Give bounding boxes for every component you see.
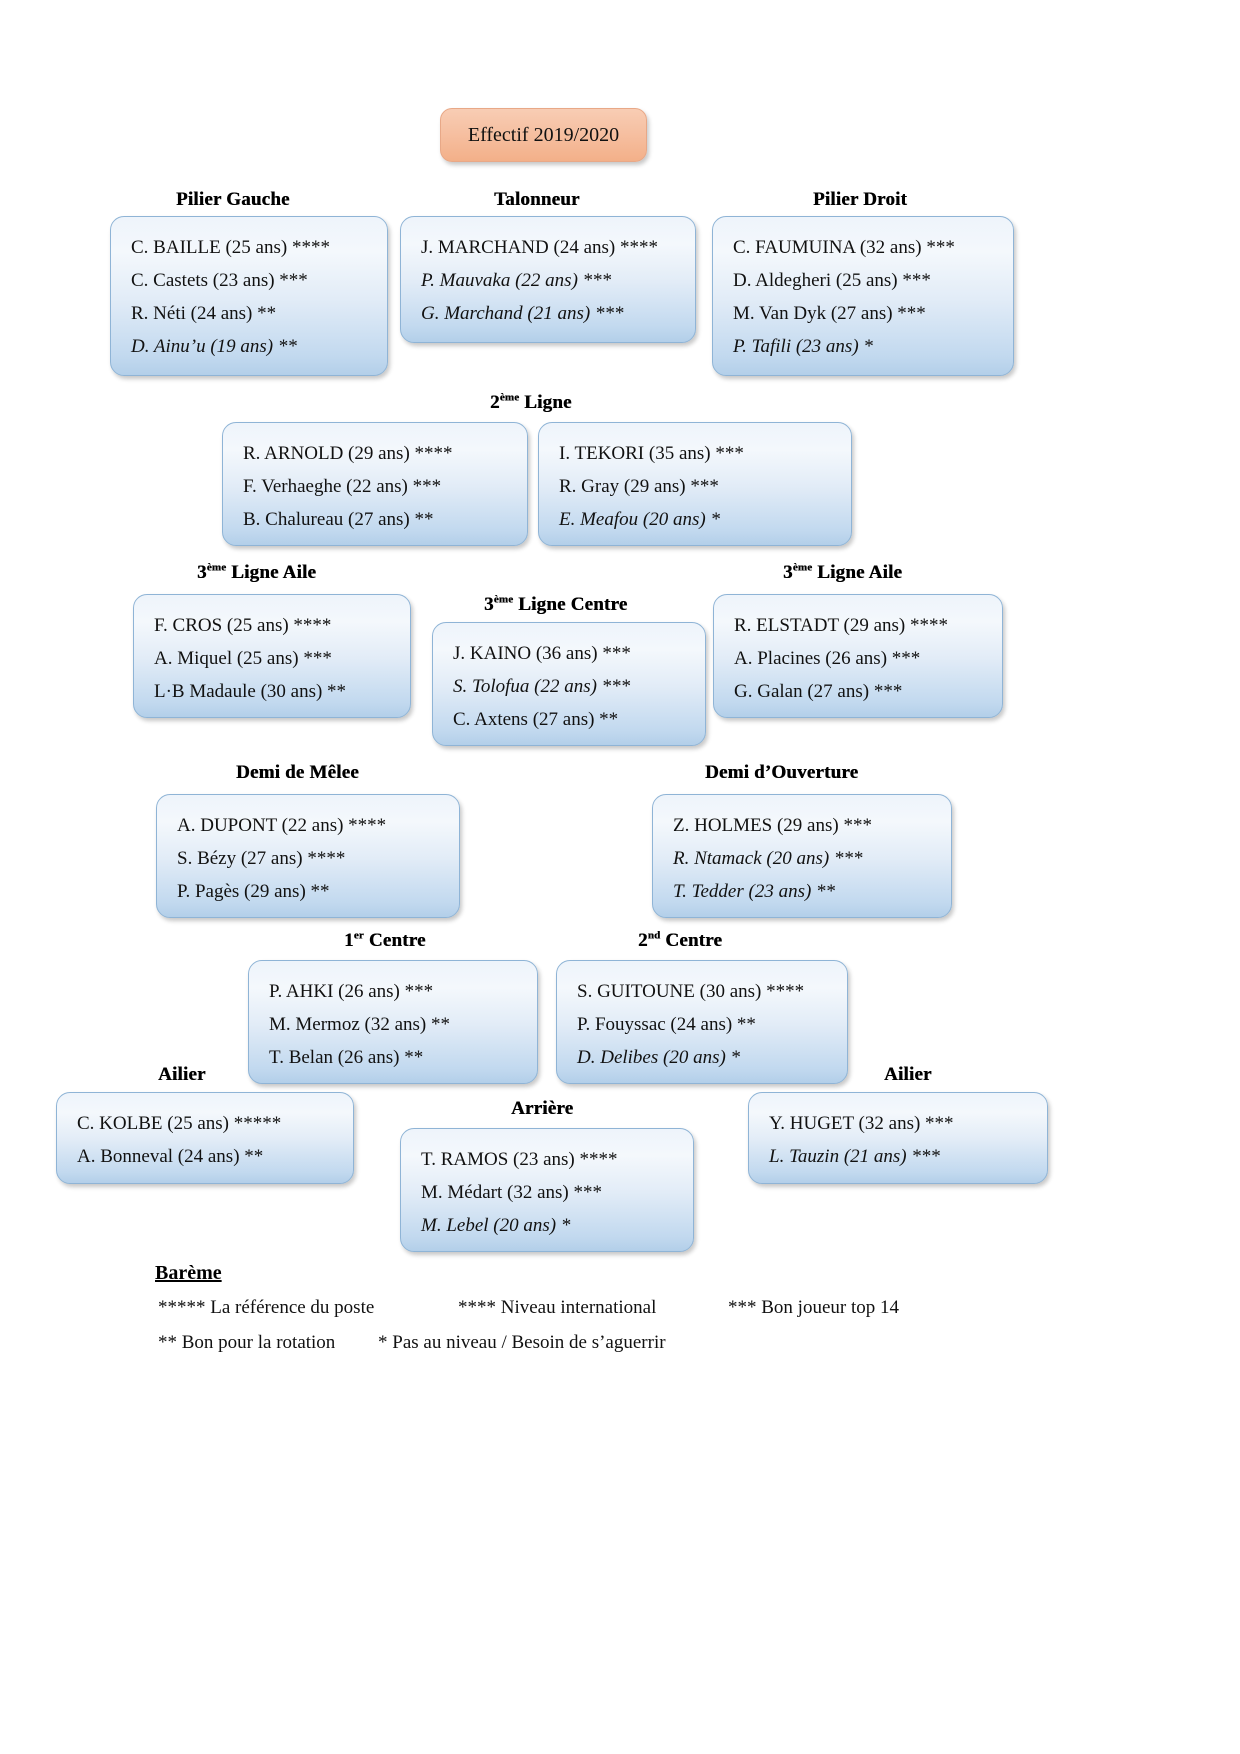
box-deuxieme-ligne-left: R. ARNOLD (29 ans) **** F. Verhaeghe (22… [222,422,528,546]
player-row: T. Belan (26 ans) ** [269,1047,424,1068]
player-row: D. Ainu’u (19 ans) ** [131,336,297,357]
player-row: A. Bonneval (24 ans) ** [77,1146,264,1167]
player-row: Y. HUGET (32 ans) *** [769,1113,954,1134]
player-row: G. Galan (27 ans) *** [734,681,903,702]
player-row: G. Marchand (21 ans) *** [421,303,624,324]
bareme-2-stars: ** Bon pour la rotation [158,1332,336,1353]
player-row: L. Tauzin (21 ans) *** [769,1146,940,1167]
player-row: J. MARCHAND (24 ans) **** [421,237,658,258]
player-row: C. Castets (23 ans) *** [131,270,308,291]
heading-pilier-gauche: Pilier Gauche [176,189,290,210]
bareme-4-stars: **** Niveau international [458,1297,657,1318]
player-row: T. Tedder (23 ans) ** [673,881,836,902]
player-row: P. AHKI (26 ans) *** [269,981,434,1002]
box-deuxieme-ligne-right: I. TEKORI (35 ans) *** R. Gray (29 ans) … [538,422,852,546]
player-row: M. Lebel (20 ans) * [421,1215,571,1236]
player-row: C. Axtens (27 ans) ** [453,709,619,730]
player-row: A. Placines (26 ans) *** [734,648,921,669]
box-troisieme-ligne-aile-droite: R. ELSTADT (29 ans) **** A. Placines (26… [713,594,1003,718]
player-row: P. Pagès (29 ans) ** [177,881,330,902]
player-row: R. ELSTADT (29 ans) **** [734,615,948,636]
player-row: A. Miquel (25 ans) *** [154,648,332,669]
player-row: A. DUPONT (22 ans) **** [177,815,387,836]
player-row: P. Mauvaka (22 ans) *** [421,270,612,291]
bareme-heading: Barème [155,1262,222,1284]
player-row: L·B Madaule (30 ans) ** [154,681,347,702]
box-demi-de-melee: A. DUPONT (22 ans) **** S. Bézy (27 ans)… [156,794,460,918]
heading-troisieme-ligne-centre: 3ème Ligne Centre [484,593,628,615]
box-premier-centre: P. AHKI (26 ans) *** M. Mermoz (32 ans) … [248,960,538,1084]
page-title: Effectif 2019/2020 [467,123,620,146]
heading-talonneur: Talonneur [494,189,580,210]
player-row: C. FAUMUINA (32 ans) *** [733,237,955,258]
heading-demi-de-melee: Demi de Mêlee [236,762,359,783]
box-demi-douverture: Z. HOLMES (29 ans) *** R. Ntamack (20 an… [652,794,952,918]
player-row: E. Meafou (20 ans) * [559,509,720,530]
player-row: D. Aldegheri (25 ans) *** [733,270,931,291]
bareme-3-stars: *** Bon joueur top 14 [728,1297,899,1318]
box-ailier-gauche: C. KOLBE (25 ans) ***** A. Bonneval (24 … [56,1092,354,1184]
player-row: B. Chalureau (27 ans) ** [243,509,434,530]
bareme-line-2: ** Bon pour la rotation * Pas au niveau /… [158,1332,666,1354]
player-row: M. Van Dyk (27 ans) *** [733,303,926,324]
box-troisieme-ligne-aile-gauche: F. CROS (25 ans) **** A. Miquel (25 ans)… [133,594,411,718]
heading-ailier-droit: Ailier [884,1064,932,1085]
heading-troisieme-ligne-aile-droite: 3ème Ligne Aile [783,561,903,583]
heading-troisieme-ligne-aile-gauche: 3ème Ligne Aile [197,561,317,583]
box-pilier-droit: C. FAUMUINA (32 ans) *** D. Aldegheri (2… [712,216,1014,376]
player-row: S. Tolofua (22 ans) *** [453,676,631,697]
heading-demi-douverture: Demi d’Ouverture [705,762,859,783]
heading-premier-centre: 1er Centre [344,929,426,951]
player-row: S. GUITOUNE (30 ans) **** [577,981,805,1002]
heading-deuxieme-ligne: 2ème Ligne [490,391,572,413]
player-row: C. KOLBE (25 ans) ***** [77,1113,282,1134]
effectif-title-box: Effectif 2019/2020 [440,108,647,162]
player-row: C. BAILLE (25 ans) **** [131,237,330,258]
player-row: R. Néti (24 ans) ** [131,303,277,324]
heading-ailier-gauche: Ailier [158,1064,206,1085]
heading-pilier-droit: Pilier Droit [813,189,908,210]
player-row: D. Delibes (20 ans) * [577,1047,741,1068]
heading-arriere: Arrière [511,1098,574,1119]
player-row: P. Fouyssac (24 ans) ** [577,1014,756,1035]
box-arriere: T. RAMOS (23 ans) **** M. Médart (32 ans… [400,1128,694,1252]
player-row: S. Bézy (27 ans) **** [177,848,346,869]
heading-second-centre: 2nd Centre [638,929,723,951]
box-troisieme-ligne-centre: J. KAINO (36 ans) *** S. Tolofua (22 ans… [432,622,706,746]
player-row: F. CROS (25 ans) **** [154,615,332,636]
player-row: M. Mermoz (32 ans) ** [269,1014,450,1035]
player-row: J. KAINO (36 ans) *** [453,643,631,664]
box-second-centre: S. GUITOUNE (30 ans) **** P. Fouyssac (2… [556,960,848,1084]
box-talonneur: J. MARCHAND (24 ans) **** P. Mauvaka (22… [400,216,696,343]
player-row: R. Ntamack (20 ans) *** [673,848,863,869]
player-row: F. Verhaeghe (22 ans) *** [243,476,442,497]
player-row: M. Médart (32 ans) *** [421,1182,602,1203]
player-row: P. Tafili (23 ans) * [733,336,873,357]
bareme-1-star: * Pas au niveau / Besoin de s’aguerrir [378,1332,666,1353]
box-ailier-droit: Y. HUGET (32 ans) *** L. Tauzin (21 ans)… [748,1092,1048,1184]
bareme-line-1: ***** La référence du poste **** Niveau i… [158,1297,899,1319]
player-row: R. Gray (29 ans) *** [559,476,719,497]
box-pilier-gauche: C. BAILLE (25 ans) **** C. Castets (23 a… [110,216,388,376]
player-row: R. ARNOLD (29 ans) **** [243,443,453,464]
player-row: I. TEKORI (35 ans) *** [559,443,744,464]
player-row: Z. HOLMES (29 ans) *** [673,815,872,836]
player-row: T. RAMOS (23 ans) **** [421,1149,618,1170]
bareme-5-stars: ***** La référence du poste [158,1297,375,1318]
